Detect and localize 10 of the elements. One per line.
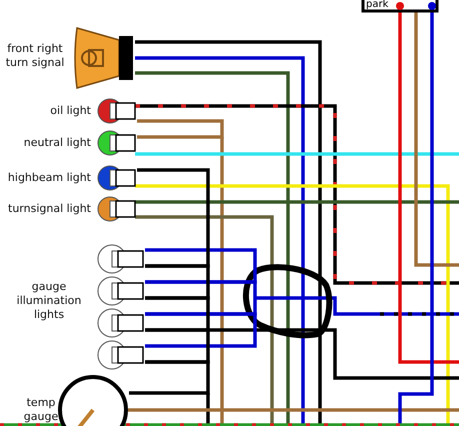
lamp-name: turnsignal light — [8, 202, 91, 216]
lamp-name: front right turn signal — [4, 42, 66, 70]
wire — [137, 119, 224, 139]
wire — [145, 312, 257, 348]
lamp-name: temp gauge — [22, 396, 60, 424]
lamp-name: oil light — [50, 104, 91, 118]
wire — [129, 360, 210, 395]
lamp-name: highbeam light — [8, 171, 91, 185]
group-label: gauge illumination lights — [16, 280, 82, 322]
lamp-name: neutral light — [24, 136, 91, 150]
